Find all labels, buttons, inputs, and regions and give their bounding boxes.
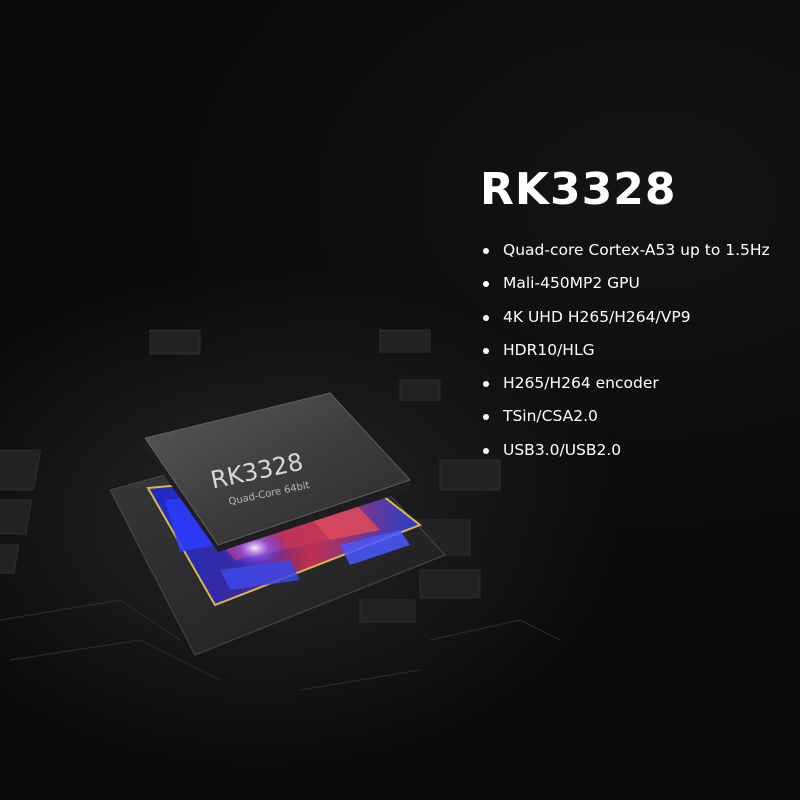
feature-text: 4K UHD H265/H264/VP9 bbox=[503, 307, 691, 326]
feature-text: USB3.0/USB2.0 bbox=[503, 440, 622, 459]
feature-item: Quad-core Cortex-A53 up to 1.5Hz bbox=[478, 234, 788, 267]
bullet-icon bbox=[483, 248, 489, 254]
bullet-icon bbox=[483, 281, 489, 288]
bullet-icon bbox=[483, 314, 489, 321]
bullet-icon bbox=[483, 347, 489, 354]
feature-text: Mali-450MP2 GPU bbox=[503, 274, 640, 293]
feature-text: Quad-core Cortex-A53 up to 1.5Hz bbox=[503, 241, 770, 259]
bullet-icon bbox=[483, 414, 489, 421]
feature-text: HDR10/HLG bbox=[503, 340, 595, 359]
bullet-icon bbox=[483, 447, 489, 454]
board-components bbox=[0, 329, 501, 623]
feature-item: 4K UHD H265/H264/VP9 bbox=[478, 301, 788, 334]
feature-item: HDR10/HLG bbox=[478, 334, 788, 367]
product-title: RK3328 bbox=[480, 164, 677, 215]
chip-cap bbox=[144, 392, 411, 546]
board-traces bbox=[0, 599, 560, 691]
feature-item: H265/H264 encoder bbox=[478, 367, 788, 400]
feature-item: USB3.0/USB2.0 bbox=[478, 434, 788, 467]
feature-list: Quad-core Cortex-A53 up to 1.5Hz Mali-45… bbox=[478, 234, 788, 467]
chip-illustration: RK3328 Quad-Core 64bit bbox=[0, 329, 560, 691]
spec-panel: RK3328 Quad-core Cortex-A53 up to 1.5Hz … bbox=[478, 160, 788, 467]
feature-text: TSin/CSA2.0 bbox=[503, 407, 598, 426]
feature-item: TSin/CSA2.0 bbox=[478, 400, 788, 433]
feature-text: H265/H264 encoder bbox=[503, 374, 659, 393]
feature-item: Mali-450MP2 GPU bbox=[478, 267, 788, 300]
bullet-icon bbox=[483, 381, 489, 388]
